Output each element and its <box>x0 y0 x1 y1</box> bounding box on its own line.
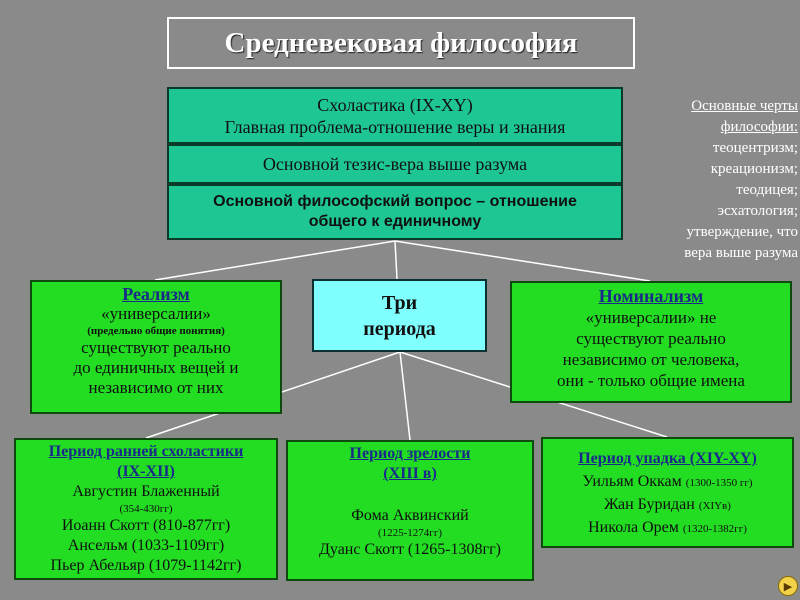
nominalism-box: Номинализм «универсалии» не существуют р… <box>510 281 792 403</box>
question-box: Основной философский вопрос – отношение … <box>167 184 623 240</box>
connector-to-realism <box>154 240 396 281</box>
page-title: Средневековая философия <box>167 17 635 69</box>
scholastic-line-1: Схоластика (IX-XY) <box>317 94 473 115</box>
connector-to-nominalism <box>394 240 651 282</box>
decline-period-dates-2: (XIYв) <box>698 500 731 512</box>
nominalism-line-2: существуют реально <box>576 329 726 348</box>
realism-heading: Реализм <box>122 284 190 304</box>
scholastic-box: Схоластика (IX-XY) Главная проблема-отно… <box>167 87 623 144</box>
three-periods-box: Три периода <box>312 279 487 352</box>
early-period-box: Период ранней схоластики (IX-XII) Август… <box>14 438 278 580</box>
feature-item: утверждение, что <box>686 224 798 240</box>
mature-period-box: Период зрелости (XIII в) Фома Аквинский … <box>286 440 534 581</box>
features-heading-2: философии: <box>720 119 798 135</box>
early-period-heading-1: Период ранней схоластики <box>48 443 244 460</box>
question-line-1: Основной философский вопрос – отношение <box>213 193 577 210</box>
decline-period-name-1: Уильям Оккам <box>582 473 682 490</box>
early-period-name-2: Иоанн Скотт (810-877гг) <box>61 517 231 534</box>
thesis-text: Основной тезис-вера выше разума <box>262 153 528 174</box>
question-line-2: общего к единичному <box>308 213 482 230</box>
early-period-heading-2: (IX-XII) <box>117 463 175 480</box>
realism-line-2: существуют реально <box>81 338 231 357</box>
nominalism-line-1: «универсалии» не <box>585 308 717 327</box>
decline-period-dates-1: (1300-1350 гг) <box>685 477 753 489</box>
mature-period-heading-2: (XIII в) <box>383 465 437 482</box>
mature-period-name-2: Дуанс Скотт (1265-1308гг) <box>319 541 501 558</box>
nominalism-line-3: независимо от человека, <box>562 350 740 369</box>
nominalism-heading: Номинализм <box>598 286 704 306</box>
realism-line-4: независимо от них <box>88 378 224 397</box>
feature-item: вера выше разума <box>684 245 798 261</box>
scholastic-line-2: Главная проблема-отношение веры и знания <box>224 116 566 137</box>
three-periods-line-1: Три <box>381 291 418 314</box>
mature-period-dates-1: (1225-1274гг) <box>377 527 442 539</box>
early-period-name-3: Ансельм (1033-1109гг) <box>67 537 225 554</box>
connector-to-mature-period <box>399 351 411 441</box>
next-slide-icon[interactable]: ▶ <box>778 576 798 596</box>
decline-period-name-3: Никола Орем <box>588 519 679 536</box>
three-periods-line-2: периода <box>363 317 436 340</box>
mature-period-heading-1: Период зрелости <box>349 445 471 462</box>
decline-period-dates-3: (1320-1382гг) <box>682 523 747 535</box>
feature-item: теодицея; <box>736 182 798 198</box>
realism-box: Реализм «универсалии» (предельно общие п… <box>30 280 282 414</box>
feature-item: эсхатология; <box>717 203 798 219</box>
thesis-box: Основной тезис-вера выше разума <box>167 144 623 184</box>
page-title-text: Средневековая философия <box>224 26 578 59</box>
realism-line-3: до единичных вещей и <box>73 358 239 377</box>
connector-to-three-periods <box>394 240 398 280</box>
mature-period-name-1: Фома Аквинский <box>351 507 469 524</box>
decline-period-box: Период упадка (XIY-XY) Уильям Оккам (130… <box>541 437 794 548</box>
realism-note: (предельно общие понятия) <box>87 325 225 337</box>
features-heading-1: Основные черты <box>691 98 798 114</box>
features-list: Основные черты философии: теоцентризм; к… <box>632 96 798 264</box>
decline-period-heading: Период упадка (XIY-XY) <box>578 450 757 467</box>
early-period-dates-1: (354-430гг) <box>119 503 173 515</box>
feature-item: теоцентризм; <box>712 140 798 156</box>
realism-line-1: «универсалии» <box>101 304 211 323</box>
feature-item: креационизм; <box>710 161 798 177</box>
early-period-name-1: Августин Блаженный <box>72 483 220 500</box>
early-period-name-4: Пьер Абельяр (1079-1142гг) <box>50 557 242 574</box>
nominalism-line-4: они - только общие имена <box>557 371 745 390</box>
decline-period-name-2: Жан Буридан <box>604 496 695 513</box>
